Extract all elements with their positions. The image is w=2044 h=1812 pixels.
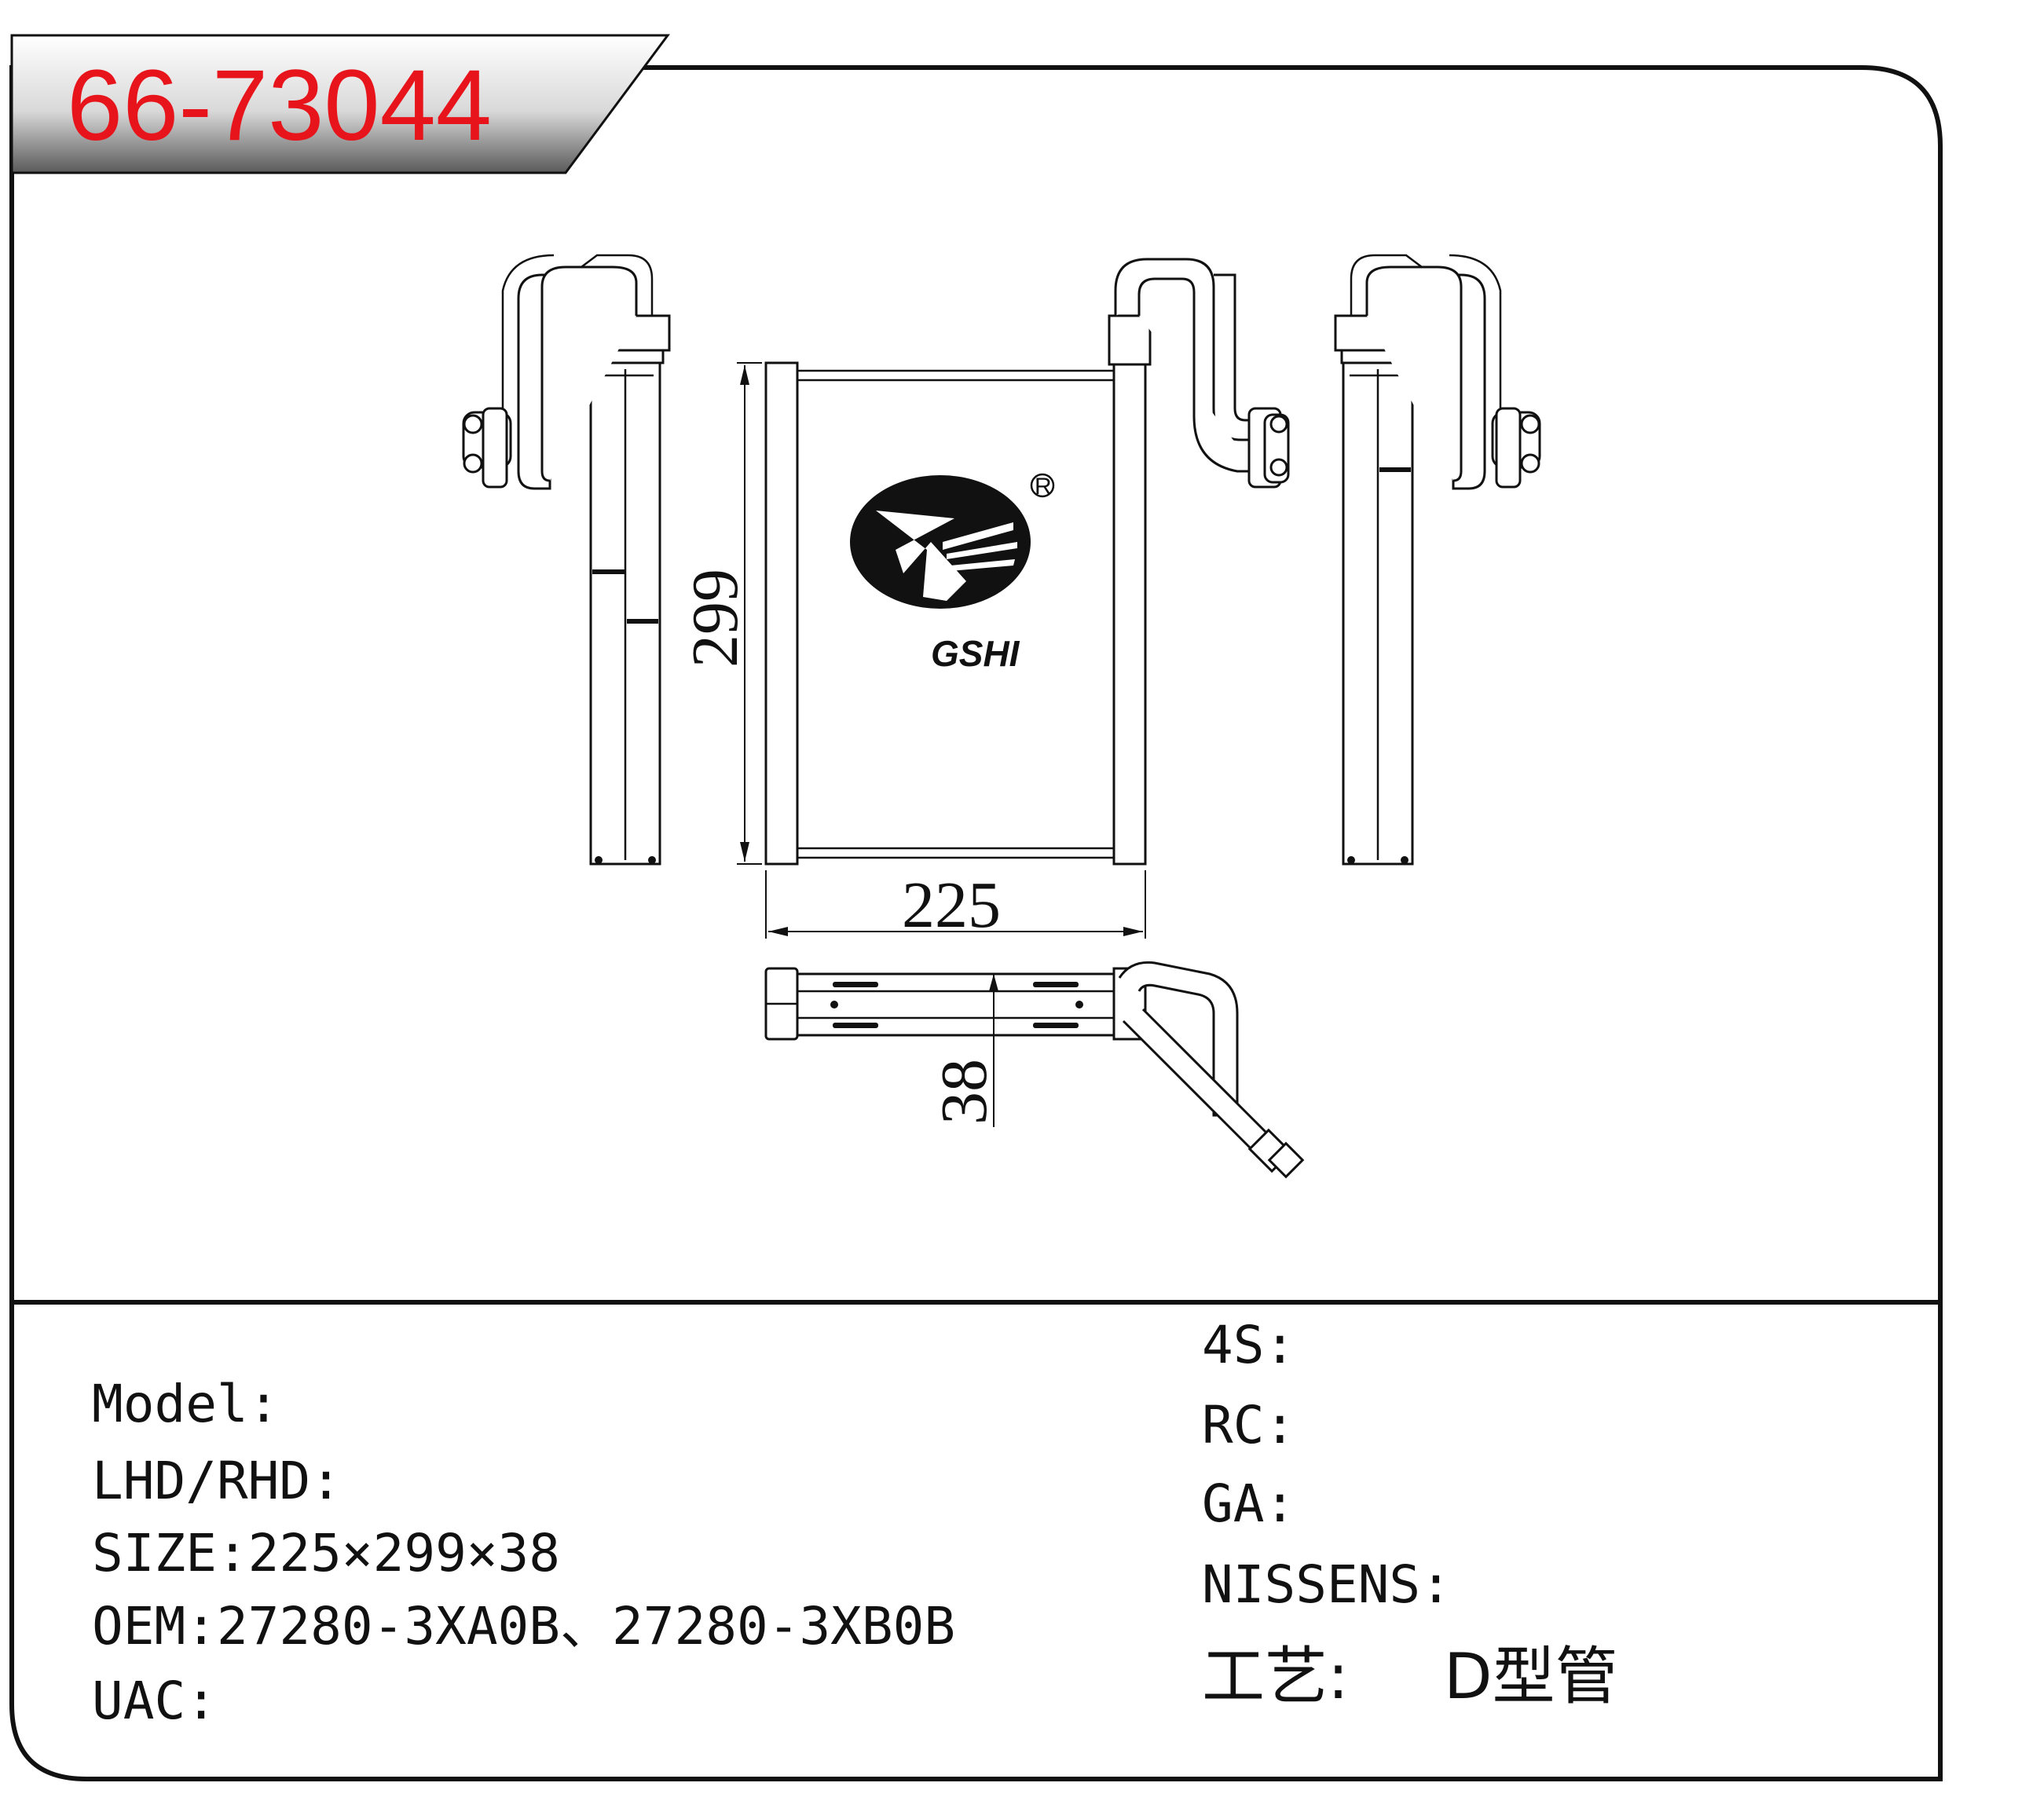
title-banner bbox=[10, 34, 670, 174]
brand-name: GSHI bbox=[931, 633, 1020, 674]
uac-line: UAC: bbox=[92, 1671, 217, 1731]
left-side-view bbox=[462, 254, 671, 866]
width-dimension: 225 bbox=[765, 869, 1146, 942]
model-line: Model: bbox=[92, 1374, 280, 1434]
lhd-rhd-line: LHD/RHD: bbox=[92, 1451, 342, 1511]
depth-dimension: 38 bbox=[928, 974, 1001, 1127]
registered-mark: R bbox=[1035, 474, 1052, 500]
brand-logo: R GSHI bbox=[850, 473, 1055, 674]
4s-line: 4S: bbox=[1202, 1315, 1296, 1375]
depth-value: 38 bbox=[928, 1059, 1001, 1125]
right-side-view bbox=[1334, 254, 1541, 866]
width-value: 225 bbox=[902, 869, 1001, 942]
height-value: 299 bbox=[679, 569, 752, 668]
oem-line: OEM:27280-3XA0B、27280-3XB0B bbox=[92, 1596, 956, 1656]
nissens-line: NISSENS: bbox=[1202, 1554, 1452, 1615]
ga-line: GA: bbox=[1202, 1473, 1296, 1534]
rc-line: RC: bbox=[1202, 1395, 1296, 1455]
part-code: 66-73044 bbox=[67, 49, 492, 162]
top-view: 38 bbox=[764, 961, 1305, 1179]
sheet-border bbox=[9, 65, 1943, 1781]
size-line: SIZE:225×299×38 bbox=[92, 1523, 561, 1583]
process-value: D型管 bbox=[1444, 1640, 1618, 1713]
front-view: R GSHI 299 225 bbox=[679, 258, 1290, 942]
process-label: 工艺: bbox=[1202, 1640, 1349, 1713]
height-dimension: 299 bbox=[679, 362, 762, 865]
